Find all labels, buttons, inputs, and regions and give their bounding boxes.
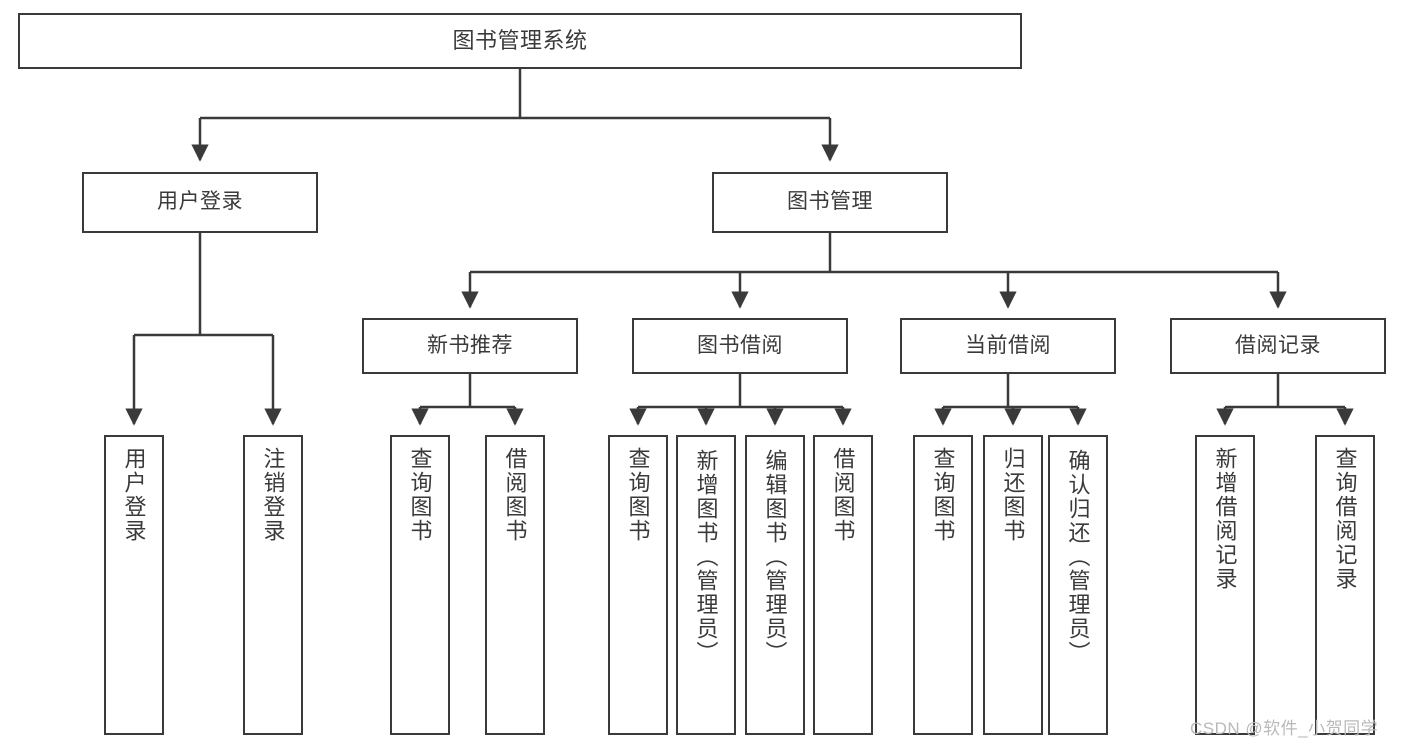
node-leaf-add-record-label: 新增借阅记录 [1212, 447, 1238, 591]
node-book-management[interactable]: 图书管理 [712, 172, 948, 233]
node-leaf-borrow-book-1[interactable]: 借阅图书 [485, 435, 545, 735]
node-leaf-query-book-1[interactable]: 查询图书 [390, 435, 450, 735]
node-leaf-query-book-2-label: 查询图书 [625, 447, 651, 543]
node-leaf-confirm-return[interactable]: 确认归还（管理员） [1048, 435, 1108, 735]
node-leaf-query-book-1-label: 查询图书 [407, 447, 433, 543]
node-leaf-borrow-book-1-label: 借阅图书 [502, 447, 528, 543]
node-new-book-recommendation[interactable]: 新书推荐 [362, 318, 578, 374]
node-leaf-query-record-label: 查询借阅记录 [1332, 447, 1358, 591]
node-current-borrowing-label: 当前借阅 [965, 333, 1051, 357]
node-leaf-confirm-return-label: 确认归还（管理员） [1065, 449, 1091, 665]
node-leaf-add-book[interactable]: 新增图书（管理员） [676, 435, 736, 735]
node-leaf-add-record[interactable]: 新增借阅记录 [1195, 435, 1255, 735]
node-current-borrowing[interactable]: 当前借阅 [900, 318, 1116, 374]
node-leaf-query-book-3[interactable]: 查询图书 [913, 435, 973, 735]
node-leaf-borrow-book-2-label: 借阅图书 [830, 447, 856, 543]
node-book-management-label: 图书管理 [787, 190, 873, 214]
node-borrowing-record[interactable]: 借阅记录 [1170, 318, 1386, 374]
node-leaf-return-book-label: 归还图书 [1000, 447, 1026, 543]
node-root-label: 图书管理系统 [452, 28, 588, 54]
node-user-login[interactable]: 用户登录 [82, 172, 318, 233]
node-leaf-edit-book-label: 编辑图书（管理员） [762, 449, 788, 665]
node-leaf-query-record[interactable]: 查询借阅记录 [1315, 435, 1375, 735]
node-leaf-query-book-3-label: 查询图书 [930, 447, 956, 543]
node-leaf-logout-label: 注销登录 [260, 447, 286, 543]
node-root[interactable]: 图书管理系统 [18, 13, 1022, 69]
node-borrowing-record-label: 借阅记录 [1235, 333, 1321, 357]
node-user-login-label: 用户登录 [157, 190, 243, 214]
node-leaf-return-book[interactable]: 归还图书 [983, 435, 1043, 735]
csdn-watermark: CSDN @软件_小贺同学 [1190, 719, 1379, 738]
node-leaf-add-book-label: 新增图书（管理员） [693, 449, 719, 665]
node-leaf-edit-book[interactable]: 编辑图书（管理员） [745, 435, 805, 735]
node-leaf-borrow-book-2[interactable]: 借阅图书 [813, 435, 873, 735]
node-leaf-logout[interactable]: 注销登录 [243, 435, 303, 735]
node-leaf-query-book-2[interactable]: 查询图书 [608, 435, 668, 735]
node-leaf-user-login[interactable]: 用户登录 [104, 435, 164, 735]
node-new-book-recommendation-label: 新书推荐 [427, 333, 513, 357]
node-book-borrowing[interactable]: 图书借阅 [632, 318, 848, 374]
node-leaf-user-login-label: 用户登录 [121, 447, 147, 543]
node-book-borrowing-label: 图书借阅 [697, 333, 783, 357]
